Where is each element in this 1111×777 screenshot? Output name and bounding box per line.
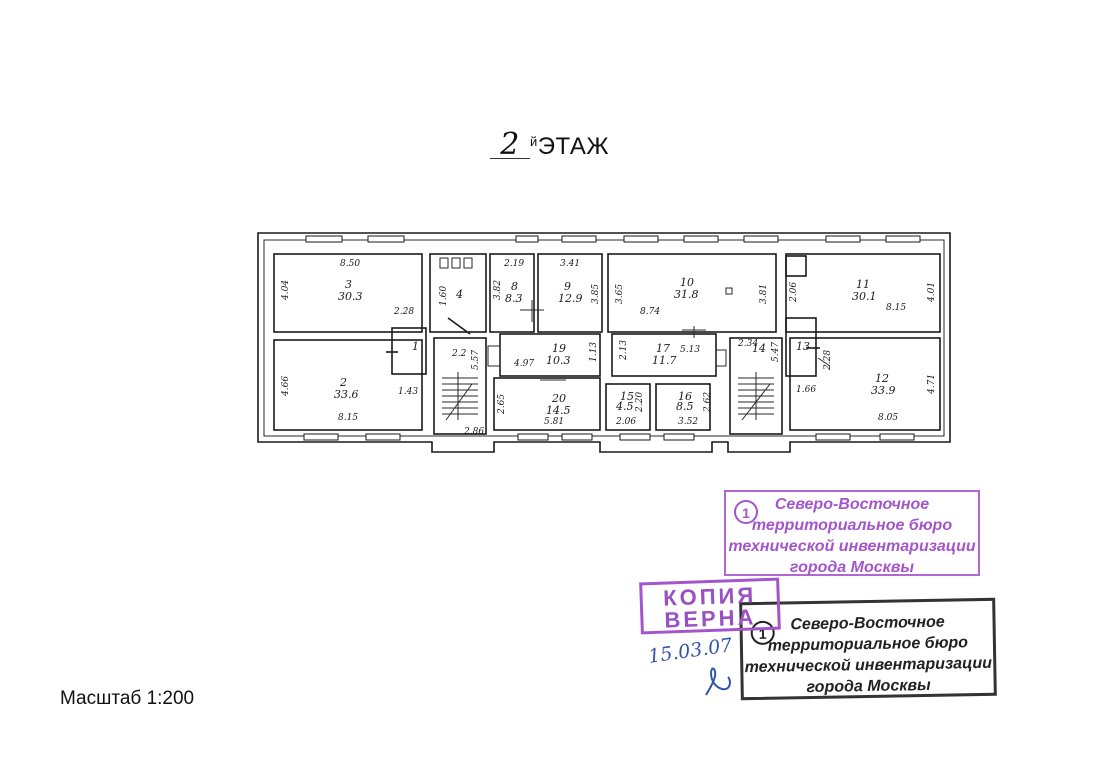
dimension-label: 2.13: [619, 340, 629, 361]
stamp-line: города Москвы: [806, 676, 931, 697]
room-labels: 1 2 33.6 3 30.3 4 8 8.3 9 12.9 10 31.8 1…: [334, 276, 896, 417]
room-label-11: 11: [856, 278, 870, 291]
room-area-12: 33.9: [871, 384, 896, 397]
dimension-label: 2.28: [823, 350, 833, 371]
dimension-label: 4.66: [281, 376, 291, 397]
dimension-label: 8.74: [640, 307, 660, 317]
room-area-3: 30.3: [338, 290, 363, 303]
dimension-label: 3.41: [560, 259, 580, 269]
dimension-label: 3.85: [591, 284, 601, 304]
scale-label: Масштаб 1:200: [60, 688, 195, 709]
room-label-3: 3: [345, 278, 352, 291]
room-area-9: 12.9: [558, 292, 583, 305]
dimension-label: 1.43: [398, 387, 418, 397]
dimension-label: 4.01: [927, 282, 937, 303]
room-area-2: 33.6: [334, 388, 359, 401]
dimension-label: 1.66: [796, 385, 816, 395]
room-label-8: 8: [511, 280, 518, 293]
room-label-20: 20: [551, 392, 566, 405]
dimension-label: 1.13: [589, 342, 599, 362]
room-label-1: 1: [412, 340, 419, 353]
dimension-label: 5.57: [471, 350, 481, 370]
dimension-label: 5.81: [544, 417, 564, 427]
dimension-labels: 8.50 4.04 2.28 4.66 1.43 8.15 1.60 2.2 5…: [281, 259, 937, 437]
room-label-17: 17: [656, 342, 670, 355]
dimension-label: 2.20: [635, 392, 645, 413]
dimension-label: 4.97: [513, 359, 534, 369]
room-area-16: 8.5: [676, 400, 694, 413]
dimension-label: 5.13: [680, 345, 700, 355]
dimension-label: 3.82: [493, 280, 503, 300]
room-label-9: 9: [564, 280, 571, 293]
dimension-label: 2.06: [789, 282, 799, 303]
windows-top: [305, 235, 921, 243]
stamp-line: города Москвы: [789, 559, 915, 576]
outer-walls: [257, 232, 951, 453]
dimension-label: 8.50: [340, 259, 360, 269]
bureau-stamp-top: 1 Северо-Восточное территориальное бюро …: [724, 490, 980, 576]
room-label-13: 13: [796, 340, 810, 353]
stamp-line: Северо-Восточное: [774, 496, 930, 513]
dimension-label: 2.06: [615, 417, 636, 427]
dimension-label: 2.34: [737, 339, 758, 349]
windows-bottom: [303, 433, 915, 441]
room-label-4: 4: [455, 288, 463, 301]
dimension-label: 1.60: [439, 286, 449, 306]
room-area-15: 4.5: [615, 400, 634, 413]
room-area-20: 14.5: [546, 404, 571, 417]
dimension-label: 2.28: [393, 307, 414, 317]
dimension-label: 2.19: [503, 259, 524, 269]
dimension-label: 4.04: [281, 280, 291, 301]
dimension-label: 2.62: [703, 392, 713, 413]
dimension-label: 2.65: [497, 394, 507, 415]
stamp-line: технической инвентаризации: [744, 654, 993, 677]
room-area-10: 31.8: [674, 288, 699, 301]
dimension-label: 2.86: [463, 427, 484, 437]
room-area-8: 8.3: [505, 292, 523, 305]
room-label-10: 10: [680, 276, 694, 289]
room-label-2: 2: [339, 376, 347, 389]
room-area-17: 11.7: [652, 354, 677, 367]
dimension-label: 8.15: [338, 413, 358, 423]
dimension-label: 8.05: [878, 413, 898, 423]
dimension-label: 8.15: [886, 303, 906, 313]
interior-walls: [273, 253, 941, 435]
floor-title-text: ЭТАЖ: [537, 133, 610, 160]
copy-verified-stamp: КОПИЯ ВЕРНА: [639, 577, 781, 635]
dimension-label: 5.47: [771, 342, 781, 362]
stamp-circle-number: 1: [734, 500, 758, 524]
floor-number: 2: [490, 130, 530, 160]
stamp-line: технической инвентаризации: [728, 538, 976, 555]
room-label-12: 12: [875, 372, 889, 385]
room-label-15: 15: [620, 390, 634, 403]
floor-number-suffix: й: [530, 134, 538, 149]
dimension-label: 3.52: [678, 417, 698, 427]
dimension-label: 4.71: [927, 374, 937, 395]
room-label-16: 16: [678, 390, 692, 403]
room-label-14: 14: [752, 342, 766, 355]
dimension-label: 3.65: [615, 284, 625, 304]
room-label-19: 19: [552, 342, 566, 355]
dimension-label: 3.81: [759, 284, 769, 304]
stamp-line: территориальное бюро: [751, 517, 953, 534]
signature-icon: [705, 667, 731, 696]
room-area-19: 10.3: [546, 354, 571, 367]
room-area-11: 30.1: [852, 290, 877, 303]
dimension-label: 2.2: [451, 349, 467, 359]
copy-stamp-line: ВЕРНА: [664, 604, 757, 633]
